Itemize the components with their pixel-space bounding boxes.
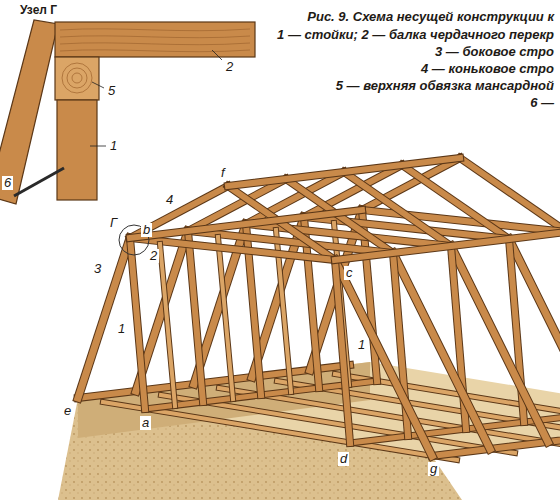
figure-title: Рис. 9. Схема несущей конструкции к <box>307 10 554 24</box>
callout-letter: b <box>141 223 152 237</box>
callout-letter: a <box>140 416 151 430</box>
timber-beam <box>350 415 560 443</box>
timber-beam <box>335 260 432 456</box>
detail-heading: Узел Г <box>20 4 57 17</box>
timber-beam <box>218 237 233 399</box>
caption-line: 6 — <box>530 96 554 110</box>
callout-letter: 4 <box>164 193 175 207</box>
caption-line: 3 — боковое стро <box>435 45 554 59</box>
callout-number: 2 <box>224 60 235 74</box>
wood-grain <box>60 50 250 52</box>
timber-beam <box>335 260 350 443</box>
timber-beam <box>218 237 233 399</box>
leader-line <box>92 82 104 88</box>
end-grain <box>67 68 87 88</box>
callout-letter: 3 <box>92 262 103 276</box>
timber-beam <box>451 246 548 442</box>
timber-beam <box>335 232 560 260</box>
top-plate-5 <box>55 57 99 100</box>
timber-beam <box>160 244 175 406</box>
timber-beam <box>393 253 490 449</box>
timber-beam <box>188 231 203 402</box>
timber-beam <box>130 238 145 409</box>
wood-grain <box>60 43 250 45</box>
timber-beam <box>188 231 203 402</box>
timber-beam <box>393 253 490 449</box>
wood-grain <box>60 36 250 38</box>
callout-number: 6 <box>2 176 13 190</box>
node-g-detail <box>0 20 255 204</box>
timber-beam <box>130 210 362 238</box>
timber-beam <box>78 238 130 398</box>
timber-beam <box>350 415 560 443</box>
callout-letter: 1 <box>356 338 367 352</box>
callout-letter: e <box>62 404 73 418</box>
caption-line: 5 — верхняя обвязка мансардной <box>336 79 554 93</box>
timber-beam <box>335 260 350 443</box>
mansard-frame <box>58 158 560 500</box>
callout-letter: c <box>344 266 355 280</box>
timber-beam <box>228 158 460 186</box>
callout-number: 1 <box>108 139 119 153</box>
callout-letter: g <box>428 462 439 476</box>
timber-beam <box>451 246 548 442</box>
post-1 <box>57 100 97 200</box>
caption-line: 1 — стойки; 2 — балка чердачного перекр <box>277 28 554 42</box>
caption-line: 4 — коньковое стро <box>421 62 554 76</box>
timber-beam <box>130 210 362 238</box>
timber-beam <box>335 232 560 260</box>
bolt-6 <box>14 168 64 196</box>
leader-line <box>212 50 222 60</box>
callout-number: 5 <box>106 84 117 98</box>
timber-beam <box>160 244 175 406</box>
leader-line <box>90 146 106 147</box>
callout-letter: d <box>338 452 349 466</box>
callout-letter: 1 <box>116 322 127 336</box>
end-grain <box>62 63 92 93</box>
callout-letter: 2 <box>148 249 159 263</box>
timber-beam <box>130 238 145 409</box>
wood-grain <box>60 29 250 31</box>
beam-2 <box>55 22 255 57</box>
callout-letter: Г <box>108 216 119 230</box>
callout-letter: f <box>219 166 227 180</box>
timber-beam <box>335 260 432 456</box>
timber-beam <box>78 238 130 398</box>
end-grain <box>72 73 82 83</box>
timber-beam <box>228 158 460 186</box>
